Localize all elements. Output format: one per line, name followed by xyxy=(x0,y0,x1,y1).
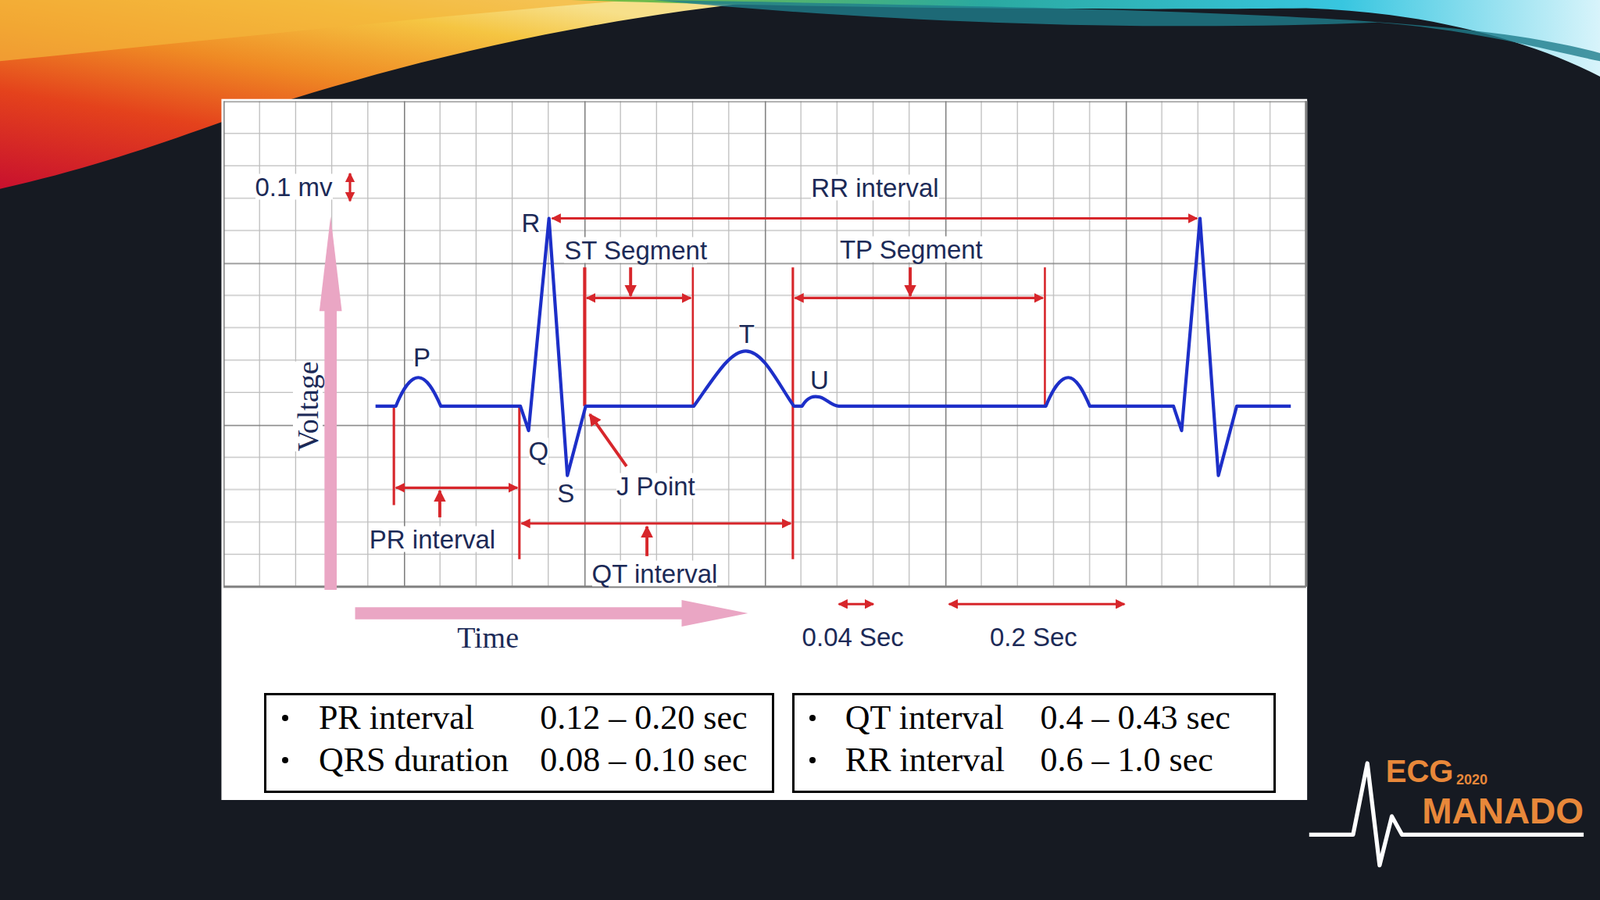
wave-label: Q xyxy=(528,438,550,465)
guide-line xyxy=(517,406,521,560)
voltage-axis xyxy=(324,306,337,590)
table-term: PR interval xyxy=(318,700,475,736)
guide-line xyxy=(582,267,586,407)
teal-streak xyxy=(653,0,1600,61)
white-panel xyxy=(221,99,1308,800)
pointer-arrow xyxy=(438,490,442,518)
ecg-waveform xyxy=(375,218,1292,476)
reference-table: PR interval 0.12 – 0.20 secQRS duration 0.… xyxy=(264,692,775,793)
scale-arrow xyxy=(348,173,351,201)
segment-label: ST Segment xyxy=(564,237,708,264)
pointer-arrow xyxy=(645,526,649,557)
voltage-axis-head xyxy=(319,216,343,311)
bullet xyxy=(282,757,289,764)
table-term: QRS duration xyxy=(318,742,509,778)
bullet xyxy=(809,757,816,764)
ecg-grid xyxy=(223,100,1307,587)
cool-swoosh xyxy=(571,0,1600,77)
guide-line xyxy=(791,267,794,560)
table-value: 0.12 – 0.20 sec xyxy=(539,700,747,736)
wave-label: R xyxy=(521,209,540,236)
wave-label: U xyxy=(810,366,829,393)
logo-text: MANADO xyxy=(1421,792,1584,829)
scale-arrow xyxy=(949,603,1125,606)
time-axis-head xyxy=(681,600,748,627)
table-value: 0.6 – 1.0 sec xyxy=(1040,742,1214,778)
interval-label: PR interval xyxy=(369,525,496,552)
grid-edge xyxy=(223,585,1307,588)
scale-arrow xyxy=(839,603,874,606)
table-value: 0.08 – 0.10 sec xyxy=(539,742,747,778)
scale-label: 0.1 mv xyxy=(255,174,333,200)
logo-year: 2020 xyxy=(1456,772,1488,787)
span-arrow xyxy=(794,296,1043,300)
wave-label: T xyxy=(739,321,755,347)
axis-label: Voltage xyxy=(292,360,323,451)
wave-label: P xyxy=(413,344,431,371)
pointer-arrow xyxy=(628,267,633,297)
span-arrow xyxy=(586,296,691,300)
logo-text: ECG xyxy=(1385,755,1454,787)
interval-label: RR interval xyxy=(810,175,939,201)
guide-line xyxy=(392,406,396,506)
warm-highlight xyxy=(0,0,633,61)
span-arrow xyxy=(552,217,1197,220)
bullet xyxy=(809,714,816,722)
reference-table: QT interval 0.4 – 0.43 sec RR interval 0.6 … xyxy=(792,692,1276,793)
scale-label: 0.04 Sec xyxy=(802,624,904,650)
span-arrow xyxy=(396,486,518,490)
span-arrow xyxy=(521,521,791,525)
pointer-arrow xyxy=(589,414,627,467)
interval-markers xyxy=(350,173,1197,604)
bullet xyxy=(282,714,289,722)
guide-line xyxy=(1043,267,1047,407)
table-term: RR interval xyxy=(845,742,1005,778)
time-axis xyxy=(355,607,686,620)
table-term: QT interval xyxy=(845,700,1004,736)
axis-label: Time xyxy=(457,622,519,653)
pointer-arrow xyxy=(908,267,912,297)
wave-label: S xyxy=(557,479,575,506)
segment-label: TP Segment xyxy=(839,235,983,262)
guide-line xyxy=(692,267,695,407)
scale-label: 0.2 Sec xyxy=(989,624,1078,650)
interval-label: QT interval xyxy=(592,560,718,587)
table-value: 0.4 – 0.43 sec xyxy=(1040,700,1231,736)
point-label: J Point xyxy=(616,472,696,499)
grid-edge xyxy=(1304,100,1308,587)
